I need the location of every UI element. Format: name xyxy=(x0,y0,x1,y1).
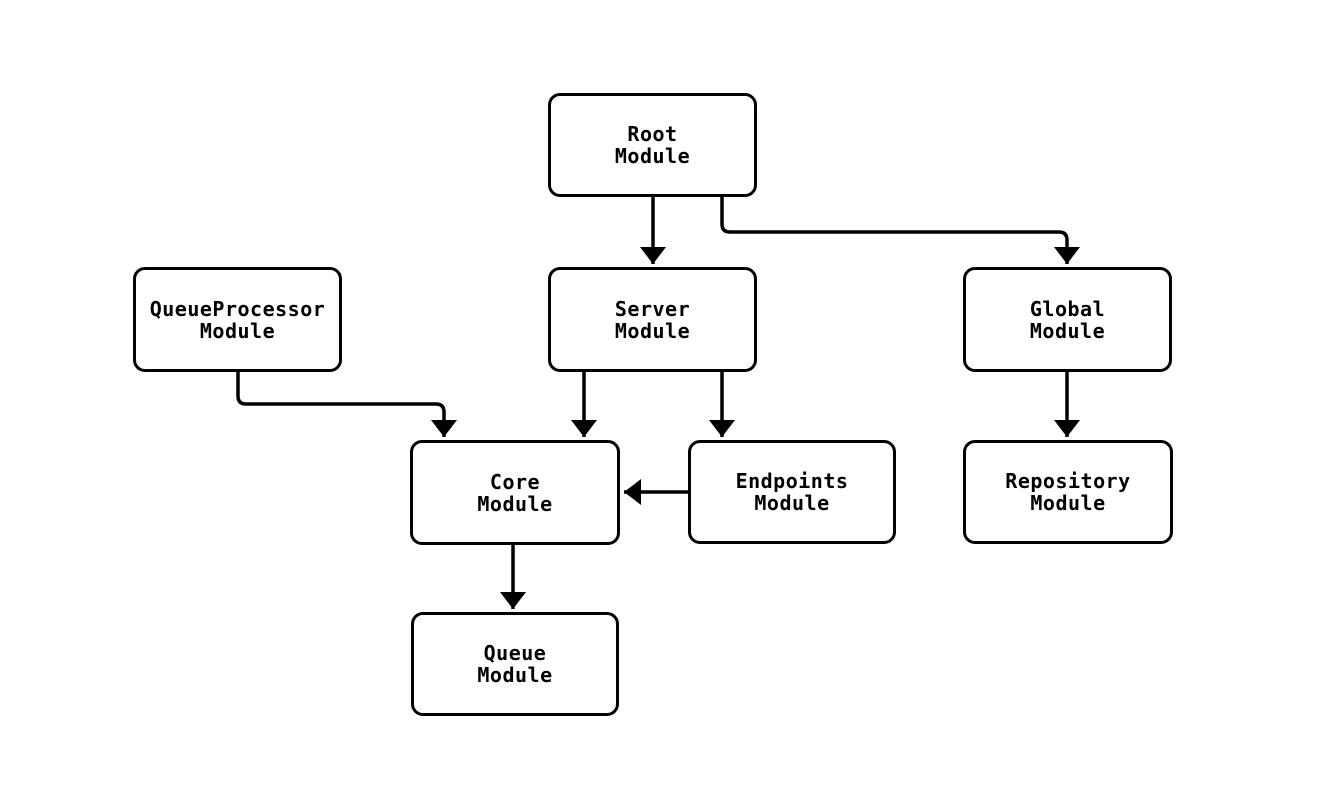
node-queue-module: Queue Module xyxy=(411,612,619,716)
node-global-module-label: Global Module xyxy=(1029,296,1106,343)
node-root-module-label: Root Module xyxy=(614,122,691,168)
node-queueprocessor-module-label: QueueProcessor Module xyxy=(149,296,326,343)
edge-queueprocessor-to-core xyxy=(236,372,457,437)
node-global-module: Global Module xyxy=(963,267,1172,372)
node-repository-module-label: Repository Module xyxy=(1005,469,1131,515)
node-server-module-label: Server Module xyxy=(614,296,691,343)
node-root-module: Root Module xyxy=(548,93,757,197)
node-core-module-label: Core Module xyxy=(477,469,553,516)
node-queue-module-label: Queue Module xyxy=(477,641,553,687)
node-endpoints-module: Endpoints Module xyxy=(688,440,896,544)
node-repository-module: Repository Module xyxy=(963,440,1173,544)
node-core-module: Core Module xyxy=(410,440,620,545)
node-endpoints-module-label: Endpoints Module xyxy=(735,469,849,515)
edge-root-to-global xyxy=(720,197,1080,264)
node-server-module: Server Module xyxy=(548,267,757,372)
node-queueprocessor-module: QueueProcessor Module xyxy=(133,267,342,372)
